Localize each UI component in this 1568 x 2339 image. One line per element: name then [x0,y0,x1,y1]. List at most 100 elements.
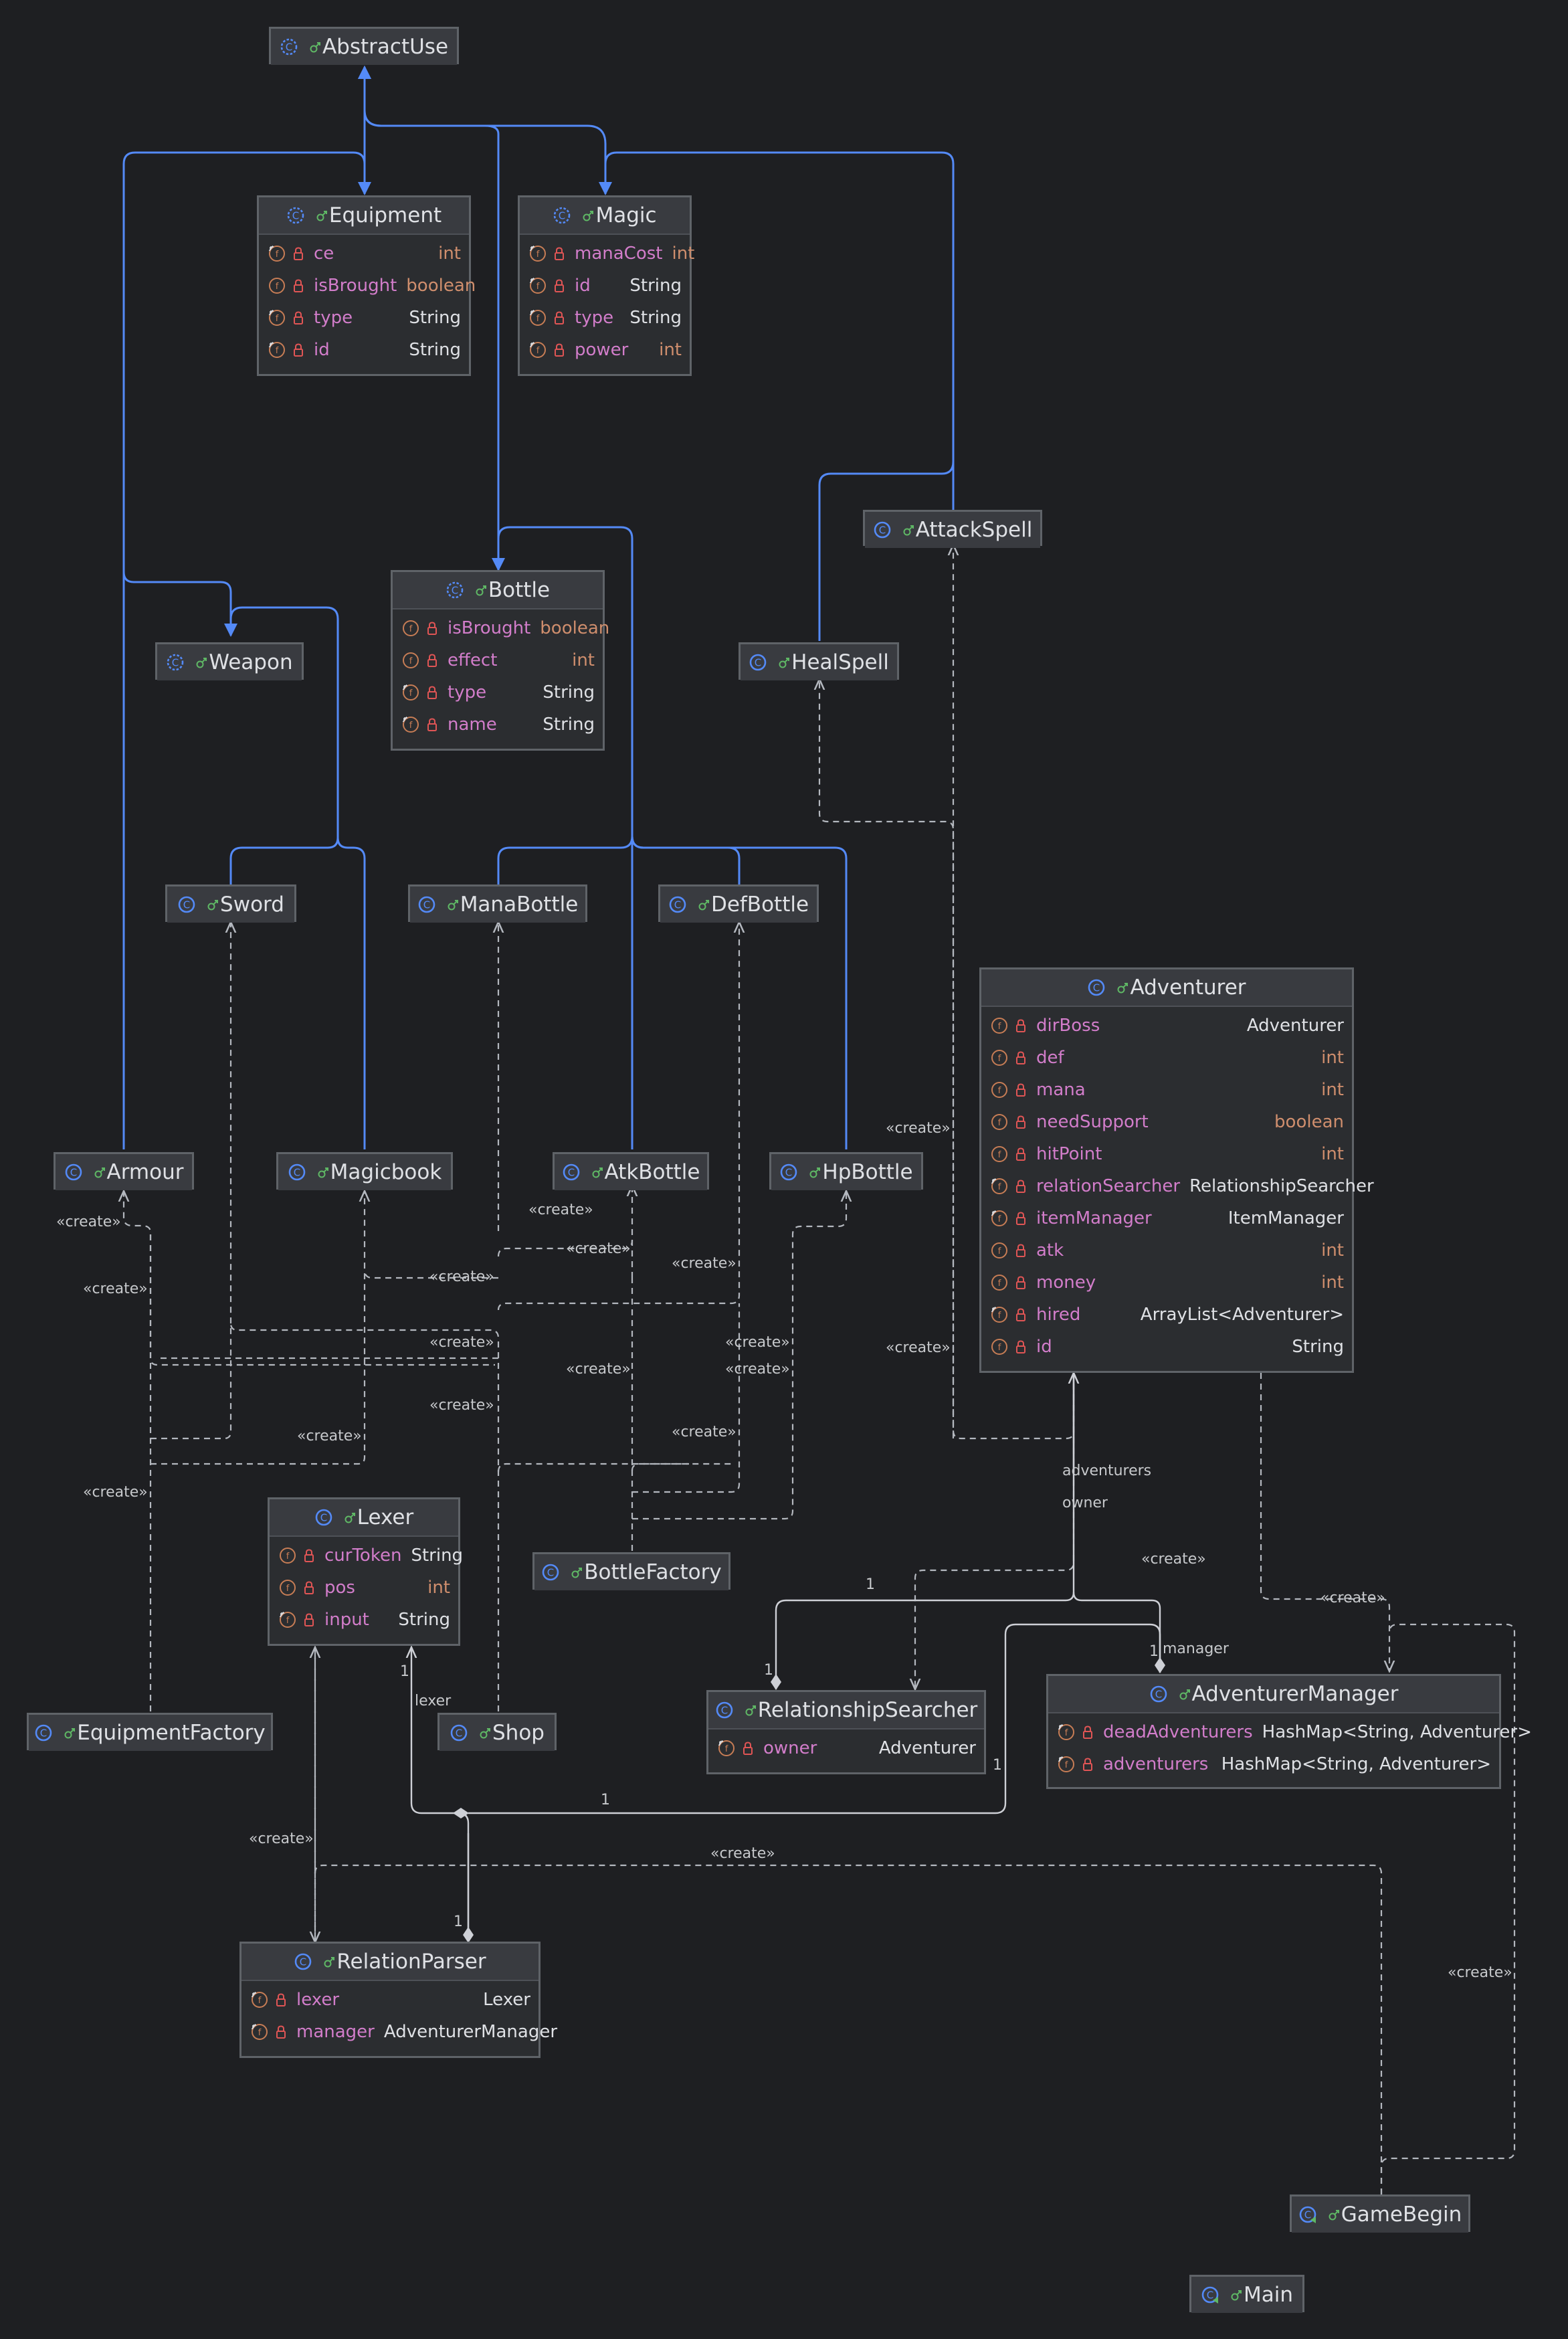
lexer-role-label: lexer [415,1693,452,1709]
field-name: manager [296,2022,375,2042]
svg-text:f: f [998,1182,1001,1192]
class-name: Magicbook [330,1160,442,1184]
edge-magicbook-to-weapon [336,837,366,1149]
edge-adv-manager [1072,1592,1165,1673]
edge-healspell-to-magic [818,461,955,641]
edge-adv-create-manager [1260,1373,1389,1671]
public-visibility-icon [1116,981,1130,994]
final-field-icon: f [991,1178,1015,1195]
private-lock-icon [426,685,448,700]
public-visibility-icon [447,898,460,911]
final-field-icon: f [251,1991,275,2008]
public-visibility-icon [94,1165,107,1179]
private-lock-icon [303,1580,324,1595]
public-visibility-icon [571,1566,584,1579]
class-name: Bottle [488,578,551,602]
svg-text:C: C [292,210,299,222]
svg-text:f: f [998,1150,1001,1160]
class-icon: C [450,1723,468,1742]
create-label: «create» [429,1334,494,1351]
create-label: «create» [56,1214,121,1230]
public-visibility-icon [316,209,329,222]
field-name: atk [1036,1240,1064,1260]
svg-text:f: f [536,250,540,260]
svg-text:f: f [998,1343,1001,1353]
svg-text:C: C [878,525,885,537]
create-label: «create» [528,1202,593,1218]
private-lock-icon [1015,1115,1036,1129]
public-visibility-icon [591,1165,605,1179]
class-name: HpBottle [822,1160,913,1184]
main-class-icon: C [1201,2285,1219,2304]
field-type: int [427,1578,450,1598]
create-label: «create» [886,1339,951,1356]
field-name: hitPoint [1036,1144,1102,1164]
create-label: «create» [429,1397,494,1414]
field-name: id [314,340,330,360]
create-label: «create» [886,1120,951,1137]
svg-text:C: C [1155,1689,1161,1701]
multiplicity-label: 1 [764,1662,773,1679]
class-name: AttackSpell [915,518,1033,542]
field-icon: f [279,1547,303,1564]
field-type: Adventurer [878,1738,976,1758]
field-icon: f [279,1579,303,1596]
svg-text:f: f [1065,1728,1068,1738]
create-edges [124,545,1516,2194]
field-icon: f [991,1145,1015,1163]
create-label: «create» [672,1255,737,1272]
class-name: HealSpell [791,650,889,674]
svg-text:f: f [998,1022,1001,1032]
svg-text:f: f [286,1552,290,1562]
private-lock-icon [553,343,575,357]
field-type: AdventurerManager [383,2022,558,2042]
final-field-icon: f [279,1611,303,1628]
field-name: type [575,308,614,328]
multiplicity-label: 1 [454,1913,463,1930]
class-icon: C [668,895,687,914]
public-visibility-icon [344,1511,357,1524]
svg-text:C: C [1304,2209,1310,2221]
public-visibility-icon [1230,2288,1244,2302]
adventurers-role-label: adventurers [1062,1463,1152,1479]
multiplicity-label: 1 [866,1576,875,1593]
final-field-icon: f [529,277,553,294]
class-attackspell[interactable]: C AttackSpell [863,510,1042,548]
private-lock-icon [292,310,314,325]
